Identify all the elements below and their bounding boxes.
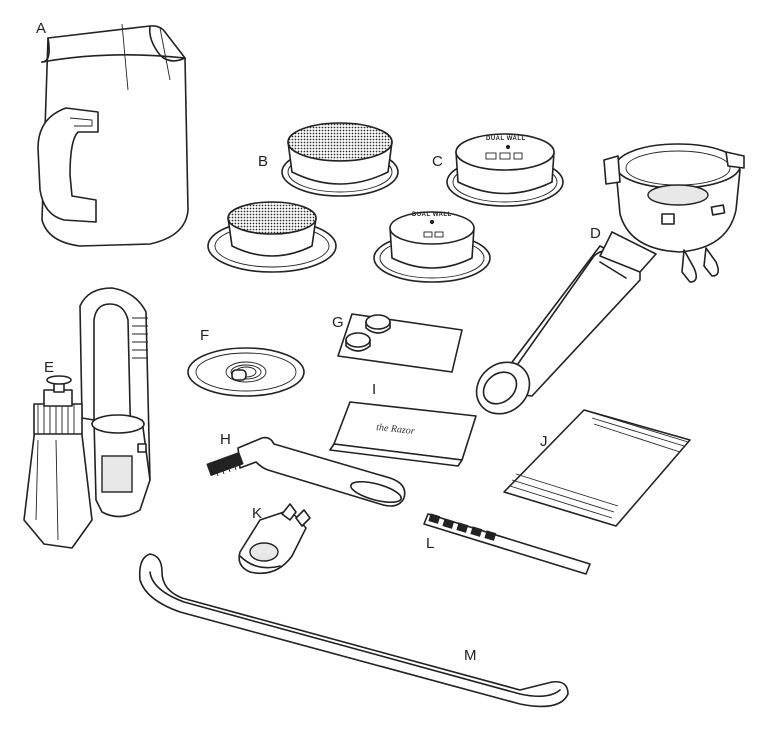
label-e: E	[44, 359, 54, 376]
label-i: I	[372, 381, 376, 398]
dual-wall-text-large: DUAL WALL	[486, 136, 526, 142]
label-c: C	[432, 153, 443, 170]
portafilter	[475, 143, 745, 415]
label-b: B	[258, 153, 268, 170]
razor-tool: the Razor	[329, 401, 477, 467]
drip-tray-bar	[138, 553, 569, 708]
single-wall-filter-large	[281, 122, 399, 197]
label-j: J	[540, 433, 548, 450]
dual-wall-filter-large: DUAL WALL	[446, 133, 564, 207]
label-d: D	[590, 225, 601, 242]
single-wall-filter-small	[207, 201, 337, 273]
dual-wall-filter-small: DUAL WALL	[373, 211, 491, 283]
razor-brand-text: the Razor	[376, 422, 416, 437]
cleaning-pouch	[503, 409, 691, 527]
label-m: M	[464, 647, 477, 664]
water-filter-holder	[23, 287, 151, 549]
milk-jug	[37, 23, 189, 247]
label-k: K	[252, 505, 262, 522]
steam-wand-cleaner	[206, 436, 406, 507]
test-strip	[423, 513, 591, 575]
label-g: G	[332, 314, 344, 331]
cleaning-disc	[187, 347, 305, 397]
label-h: H	[220, 431, 231, 448]
dual-wall-text-small: DUAL WALL	[412, 212, 452, 218]
cleaning-clip	[238, 503, 311, 575]
label-l: L	[426, 535, 434, 552]
cleaning-tablets	[337, 313, 463, 373]
label-a: A	[36, 20, 46, 37]
label-f: F	[200, 327, 209, 344]
